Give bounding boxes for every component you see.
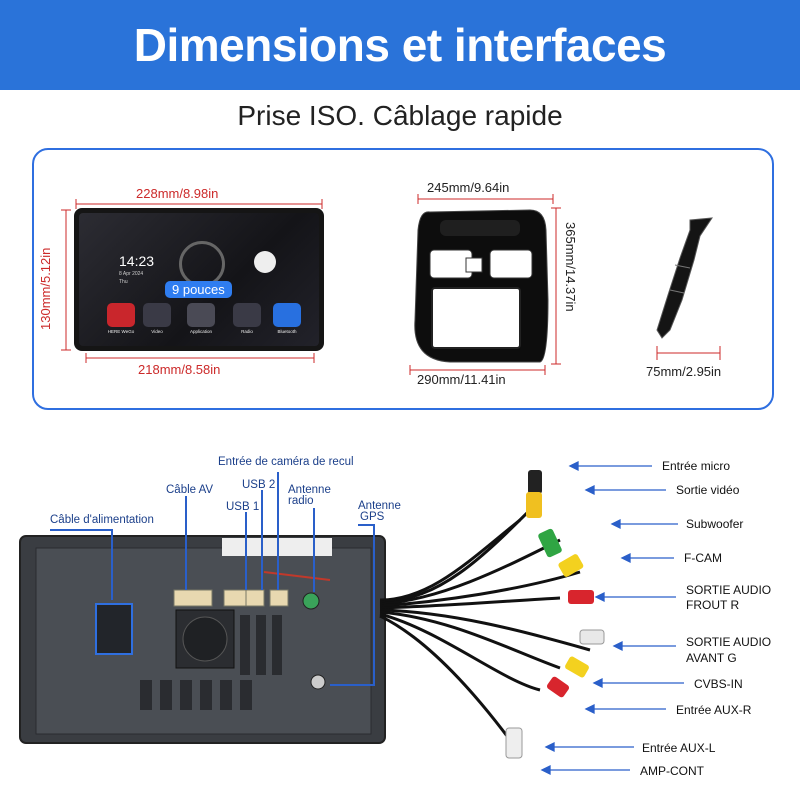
app-radio-icon[interactable] <box>233 303 261 327</box>
clock-day: Thu <box>119 279 128 285</box>
app-video-icon[interactable] <box>143 303 171 327</box>
radio-side-dim: 130mm/5.12in <box>38 247 53 330</box>
play-icon[interactable] <box>254 251 276 273</box>
label-aux-l: Entrée AUX-L <box>642 741 716 755</box>
app-label-3: Radio <box>241 329 253 334</box>
label-cvbs-in: CVBS-IN <box>694 677 743 691</box>
label-video-out: Sortie vidéo <box>676 483 740 497</box>
label-front-l-2: AVANT G <box>686 651 737 665</box>
label-aux-r: Entrée AUX-R <box>676 703 752 717</box>
label-mic-in: Entrée micro <box>662 459 731 473</box>
radio-device: 14:23 8 Apr 2024 Thu 9 pouces HERE WeGo … <box>74 208 324 351</box>
label-fcam: F-CAM <box>684 551 722 565</box>
label-radio-antenna-2: radio <box>288 495 314 507</box>
label-subwoofer: Subwoofer <box>686 517 744 531</box>
app-application-icon[interactable] <box>187 303 215 327</box>
frame-side-dim: 365mm/14.37in <box>563 222 578 312</box>
label-usb1: USB 1 <box>226 501 260 513</box>
label-front-r-2: FROUT R <box>686 598 740 612</box>
clock-date: 8 Apr 2024 <box>119 271 144 277</box>
radio-top-dim: 228mm/8.98in <box>136 186 219 201</box>
label-power-cable: Câble d'alimentation <box>50 514 154 526</box>
radio-screen: 14:23 8 Apr 2024 Thu 9 pouces HERE WeGo … <box>79 213 319 346</box>
label-gps-antenna-2: GPS <box>360 511 385 523</box>
page-title: Dimensions et interfaces <box>133 19 667 71</box>
header-banner: Dimensions et interfaces <box>0 0 800 90</box>
app-label-4: Bluetooth <box>277 329 297 334</box>
frame-top-dim: 245mm/9.64in <box>427 180 510 195</box>
app-here-wego-icon[interactable] <box>107 303 135 327</box>
label-front-r-1: SORTIE AUDIO <box>686 583 772 597</box>
label-usb2: USB 2 <box>242 479 276 491</box>
label-gps-antenna-1: Antenne <box>358 500 401 512</box>
app-label-0: HERE WeGo <box>107 329 135 334</box>
label-amp-cont: AMP-CONT <box>640 764 704 778</box>
screen-size-badge: 9 pouces <box>165 281 232 298</box>
label-radio-antenna-1: Antenne <box>288 484 331 496</box>
label-camera: Entrée de caméra de recul <box>218 456 354 468</box>
label-av-cable: Câble AV <box>166 484 214 496</box>
bracket-dim: 75mm/2.95in <box>646 364 722 379</box>
subtitle: Prise ISO. Câblage rapide <box>237 100 563 131</box>
radio-bottom-dim: 218mm/8.58in <box>138 362 221 377</box>
app-label-1: Video <box>151 329 163 334</box>
frame-bottom-dim: 290mm/11.41in <box>417 372 506 387</box>
clock-time: 14:23 <box>119 253 155 269</box>
app-bluetooth-icon[interactable] <box>273 303 301 327</box>
dimensions-panel <box>32 148 774 410</box>
app-label-2: Application <box>189 329 212 334</box>
label-front-l-1: SORTIE AUDIO <box>686 635 772 649</box>
